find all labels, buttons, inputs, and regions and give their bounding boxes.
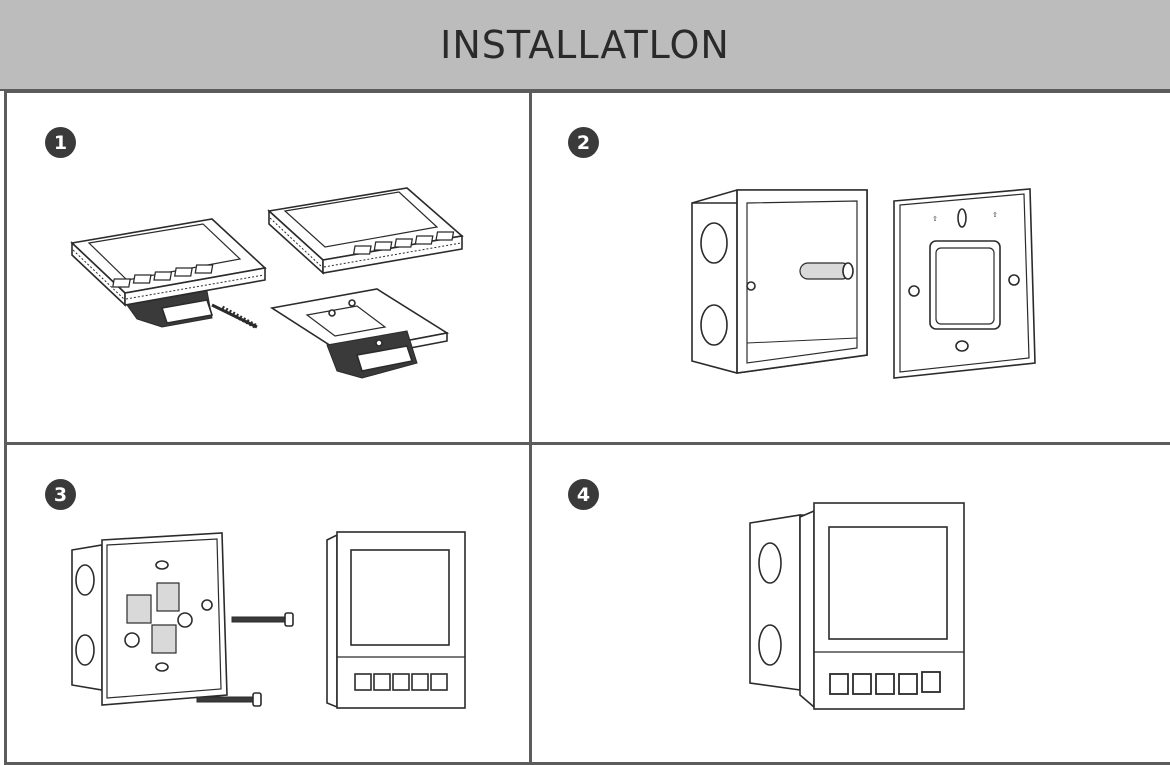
step-2-panel: 2 ⇧ ⇧ (529, 90, 1170, 445)
step-3-panel: 3 (4, 442, 532, 765)
thermostat-icon (799, 502, 965, 710)
thermostat-unscrew-illustration (70, 187, 464, 379)
plate-on-junction-box-icon (71, 532, 228, 706)
screw-icon (231, 612, 294, 627)
svg-text:⇧: ⇧ (992, 211, 998, 219)
thermostat-icon (326, 531, 466, 709)
thermostat-front-unit (70, 218, 267, 328)
junction-box-icon (749, 514, 813, 693)
thermostat-back-unit (267, 187, 464, 275)
step-number-badge: 4 (568, 479, 599, 510)
step-number-badge: 3 (45, 479, 76, 510)
screw-icon (196, 692, 262, 707)
step-4-panel: 4 (529, 442, 1170, 765)
header-bar: INSTALLATLON (0, 0, 1170, 91)
page-title: INSTALLATLON (440, 22, 730, 67)
step-number-badge: 1 (45, 127, 76, 158)
step-1-panel: 1 (4, 90, 532, 445)
mounting-plate-icon: ⇧ ⇧ (893, 188, 1036, 379)
mounting-plate-with-box (269, 288, 450, 379)
svg-text:⇧: ⇧ (932, 215, 938, 223)
junction-box-and-mounting-plate-illustration: ⇧ ⇧ (691, 188, 1036, 379)
screw-plate-to-box-illustration (71, 531, 466, 709)
mounted-thermostat-illustration (749, 502, 965, 710)
step-number-badge: 2 (568, 127, 599, 158)
screwdriver-icon (211, 303, 259, 330)
junction-box-icon (691, 189, 868, 374)
